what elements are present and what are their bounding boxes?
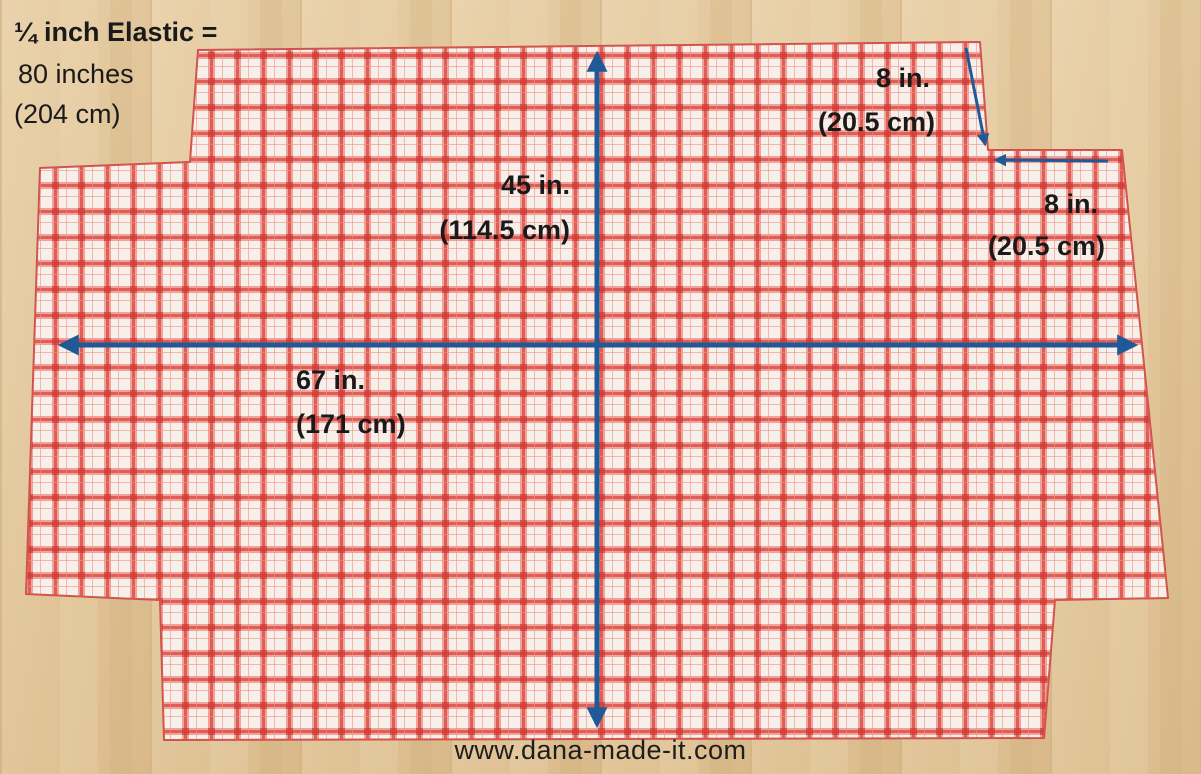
elastic-length-inches: 80 inches <box>18 59 134 89</box>
width-inches: 67 in. <box>296 365 366 395</box>
width-cm: (171 cm) <box>296 409 406 439</box>
elastic-heading: ¼ inch Elastic = <box>14 17 218 47</box>
corner-horizontal-arrow <box>993 153 1109 167</box>
corner-vertical-inches: 8 in. <box>875 63 930 93</box>
watermark-url: www.dana-made-it.com <box>454 735 747 765</box>
corner-horizontal-inches: 8 in. <box>1043 189 1098 219</box>
corner-vertical-arrow <box>964 47 990 147</box>
height-cm: (114.5 cm) <box>439 215 570 245</box>
corner-vertical-cm: (20.5 cm) <box>817 107 935 137</box>
corner-horizontal-cm: (20.5 cm) <box>987 231 1105 261</box>
height-inches: 45 in. <box>500 170 570 200</box>
elastic-length-cm: (204 cm) <box>14 99 121 129</box>
